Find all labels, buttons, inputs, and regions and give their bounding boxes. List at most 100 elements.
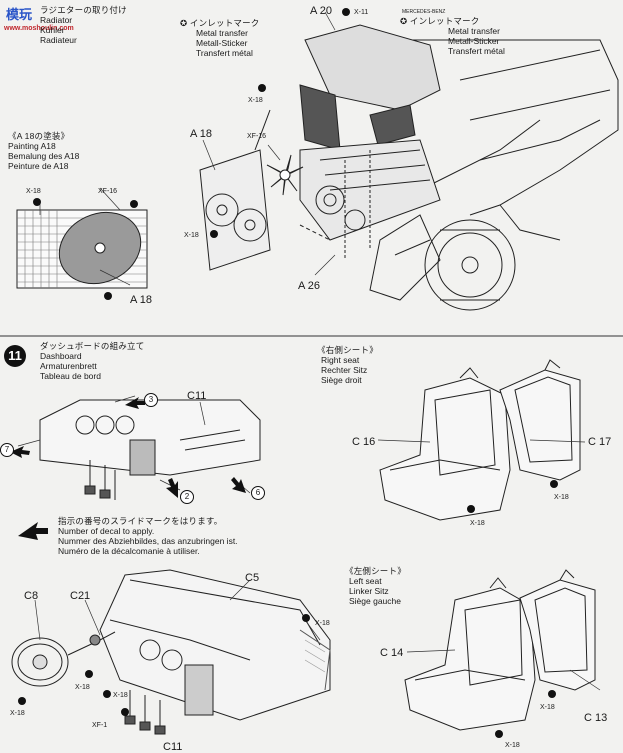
inlet-en: Metal transfer xyxy=(196,28,248,38)
inlet-right-de: Metall-Sticker xyxy=(448,36,500,46)
left-seat-fr: Siège gauche xyxy=(349,596,401,606)
decal-number-6: 6 xyxy=(251,486,265,500)
decal-note-de: Nummer des Abziehbildes, das anzubringen… xyxy=(58,536,238,546)
radiator-drawing xyxy=(199,109,331,271)
paint-label-a18: A 18 xyxy=(130,294,153,306)
inlet-right-en: Metal transfer xyxy=(448,26,500,36)
decal-number-3: 3 xyxy=(144,393,158,407)
part-label-x18-rseat-b: X-18 xyxy=(470,520,485,527)
inlet-right-fr: Transfert métal xyxy=(448,46,505,56)
painting-en: Painting A18 xyxy=(8,141,56,151)
inlet-title-jp: ✪ インレットマーク xyxy=(180,18,260,28)
part-label-x18-lseat-a: X-18 xyxy=(540,704,555,711)
part-label-x18-top: X-18 xyxy=(248,97,263,104)
decal-arrow-icons xyxy=(10,397,246,540)
part-label-x18-dash-mid: X-18 xyxy=(75,684,90,691)
painting-de: Bemalung des A18 xyxy=(8,151,80,161)
screw-icon xyxy=(258,84,266,92)
inlet-caption: ✪ インレットマーク Metal transfer Metall-Sticker… xyxy=(180,18,260,58)
dashboard-fr: Tableau de bord xyxy=(40,371,101,381)
right-seat-caption: 《右側シート》 Right seat Rechter Sitz Siège dr… xyxy=(317,345,378,385)
left-seat-en: Left seat xyxy=(349,576,382,586)
dashboard-large-drawing xyxy=(11,569,331,735)
inlet-right-jp: ✪ インレットマーク xyxy=(400,16,480,26)
screw-icon xyxy=(18,697,26,705)
dashboard-de: Armaturenbrett xyxy=(40,361,97,371)
step-number-badge: 11 xyxy=(4,345,26,367)
dashboard-title-jp: ダッシュボードの組み立て xyxy=(40,341,145,351)
right-seat-title-jp: 《右側シート》 xyxy=(317,345,378,355)
part-label-c11-top: C11 xyxy=(187,390,207,402)
screw-icon xyxy=(302,614,310,622)
part-label-a26: A 26 xyxy=(298,280,321,292)
right-seat-drawing xyxy=(379,359,581,521)
part-label-c16: C 16 xyxy=(352,436,376,448)
screw-icon xyxy=(121,708,129,716)
radiator-title-jp: ラジエターの取り付け xyxy=(40,5,127,15)
part-label-x18-dash-low: X-18 xyxy=(113,692,128,699)
painting-caption: 《A 18の塗装》 Painting A18 Bemalung des A18 … xyxy=(8,131,79,171)
radiator-title-en: Radiator xyxy=(40,15,73,25)
part-label-x18-dash-right: X-18 xyxy=(315,620,330,627)
radiator-caption: ラジエターの取り付け Radiator Kühler Radiateur xyxy=(40,5,127,45)
dashboard-small-drawing xyxy=(39,399,261,500)
chassis-drawing xyxy=(369,39,619,311)
decal-note-fr: Numéro de la décalcomanie à utiliser. xyxy=(58,546,200,556)
left-seat-de: Linker Sitz xyxy=(349,586,389,596)
dashboard-caption: ダッシュボードの組み立て Dashboard Armaturenbrett Ta… xyxy=(40,341,144,381)
part-label-c13: C 13 xyxy=(584,712,608,724)
part-label-c11-bottom: C11 xyxy=(163,741,183,753)
screw-icon xyxy=(550,480,558,488)
part-label-a18: A 18 xyxy=(190,128,213,140)
left-seat-caption: 《左側シート》 Left seat Linker Sitz Siège gauc… xyxy=(345,566,406,606)
painting-diagram xyxy=(16,209,148,289)
part-label-x18-mid: X-18 xyxy=(184,232,199,239)
left-seat-title-jp: 《左側シート》 xyxy=(345,566,406,576)
right-seat-de: Rechter Sitz xyxy=(321,365,368,375)
part-label-x11: X-11 xyxy=(354,9,369,16)
paint-label-xf16: XF-16 xyxy=(98,188,118,195)
brand-plate-text: MERCEDES-BENZ xyxy=(402,9,446,15)
screw-icon xyxy=(210,230,218,238)
left-seat-drawing xyxy=(404,569,596,731)
part-label-x18-wheel: X-18 xyxy=(10,710,25,717)
mercedes-star-icon: ✪ xyxy=(400,16,408,26)
decal-note-jp: 指示の番号のスライドマークをはります。 xyxy=(58,516,223,526)
screw-icon xyxy=(104,292,112,300)
radiator-title-de: Kühler xyxy=(40,25,65,35)
part-label-c17: C 17 xyxy=(588,436,612,448)
screw-icon xyxy=(33,198,41,206)
decal-note-en: Number of decal to apply. xyxy=(58,526,155,536)
inlet-de: Metall-Sticker xyxy=(196,38,248,48)
part-label-a20: A 20 xyxy=(310,5,333,17)
inlet-right-caption: MERCEDES-BENZ ✪ インレットマーク Metal transfer … xyxy=(400,8,505,56)
mercedes-star-icon: ✪ xyxy=(180,18,188,28)
screw-icon xyxy=(342,8,350,16)
part-label-xf1: XF-1 xyxy=(92,722,108,729)
watermark-logo: 模玩 xyxy=(6,7,33,22)
dashboard-en: Dashboard xyxy=(40,351,82,361)
screw-icon xyxy=(130,200,138,208)
paint-label-x18: X-18 xyxy=(26,188,41,195)
right-seat-en: Right seat xyxy=(321,355,360,365)
part-label-c14: C 14 xyxy=(380,647,404,659)
part-label-c5: C5 xyxy=(245,572,260,584)
screw-icon xyxy=(467,505,475,513)
screw-icon xyxy=(495,730,503,738)
decal-note: 指示の番号のスライドマークをはります。 Number of decal to a… xyxy=(58,516,238,556)
part-label-x18-lseat-b: X-18 xyxy=(505,742,520,749)
decal-number-7: 7 xyxy=(0,443,14,457)
part-label-c8: C8 xyxy=(24,590,39,602)
right-seat-fr: Siège droit xyxy=(321,375,362,385)
screw-icon xyxy=(548,690,556,698)
radiator-title-fr: Radiateur xyxy=(40,35,77,45)
part-label-xf16: XF-16 xyxy=(247,133,267,140)
painting-fr: Peinture de A18 xyxy=(8,161,69,171)
decal-number-2: 2 xyxy=(180,490,194,504)
part-label-x18-rseat-a: X-18 xyxy=(554,494,569,501)
watermark-url: www.moshoulin.com xyxy=(4,25,74,32)
screw-icon xyxy=(103,690,111,698)
engine-drawing xyxy=(299,24,441,260)
inlet-fr: Transfert métal xyxy=(196,48,253,58)
